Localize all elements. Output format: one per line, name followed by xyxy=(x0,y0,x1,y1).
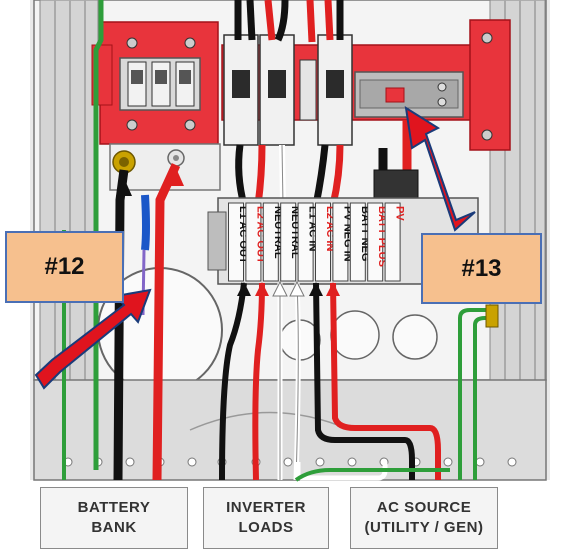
terminal-slot xyxy=(384,202,401,282)
ac-source-label: AC Source (Utility / Gen) xyxy=(350,487,498,549)
battery-bank-label: Battery Bank xyxy=(40,487,188,549)
load-l2-wire xyxy=(252,282,265,481)
terminal-slot xyxy=(332,202,349,282)
ac-source-l1-wire xyxy=(313,282,415,480)
arrow-13 xyxy=(404,106,476,232)
breaker-group xyxy=(223,34,353,146)
callout-12: #12 xyxy=(5,231,124,303)
battery-negative-wire xyxy=(113,169,129,481)
terminal-slot xyxy=(262,202,279,282)
terminal-slot xyxy=(367,202,384,282)
ac-source-l2-wire xyxy=(330,282,441,480)
arrow-12 xyxy=(34,288,152,390)
terminal-slot xyxy=(297,202,314,282)
knockout-small xyxy=(392,314,438,360)
battery-bank-label-line1: Battery xyxy=(77,499,151,516)
terminal-slot xyxy=(245,202,262,282)
battery-bank-label-line2: Bank xyxy=(91,519,137,536)
terminal-slot xyxy=(228,202,244,282)
callout-13-text: #13 xyxy=(461,254,502,282)
terminal-slot xyxy=(315,202,331,282)
terminal-label: PV xyxy=(394,206,406,221)
inverter-loads-label-line1: Inverter xyxy=(226,499,306,516)
terminal-slot xyxy=(349,202,366,282)
callout-13: #13 xyxy=(421,233,542,304)
load-l1-wire xyxy=(219,282,247,481)
terminal-slot xyxy=(280,202,297,282)
knockout-small xyxy=(330,310,380,360)
temperature-sensor-cable xyxy=(141,194,150,251)
battery-positive-wire xyxy=(152,163,181,481)
inverter-loads-label: Inverter Loads xyxy=(203,487,329,549)
inverter-loads-label-line2: Loads xyxy=(238,519,294,536)
ac-source-label-line2: (Utility / Gen) xyxy=(364,519,484,536)
callout-12-text: #12 xyxy=(44,253,85,280)
ac-source-label-line1: AC Source xyxy=(376,499,472,516)
